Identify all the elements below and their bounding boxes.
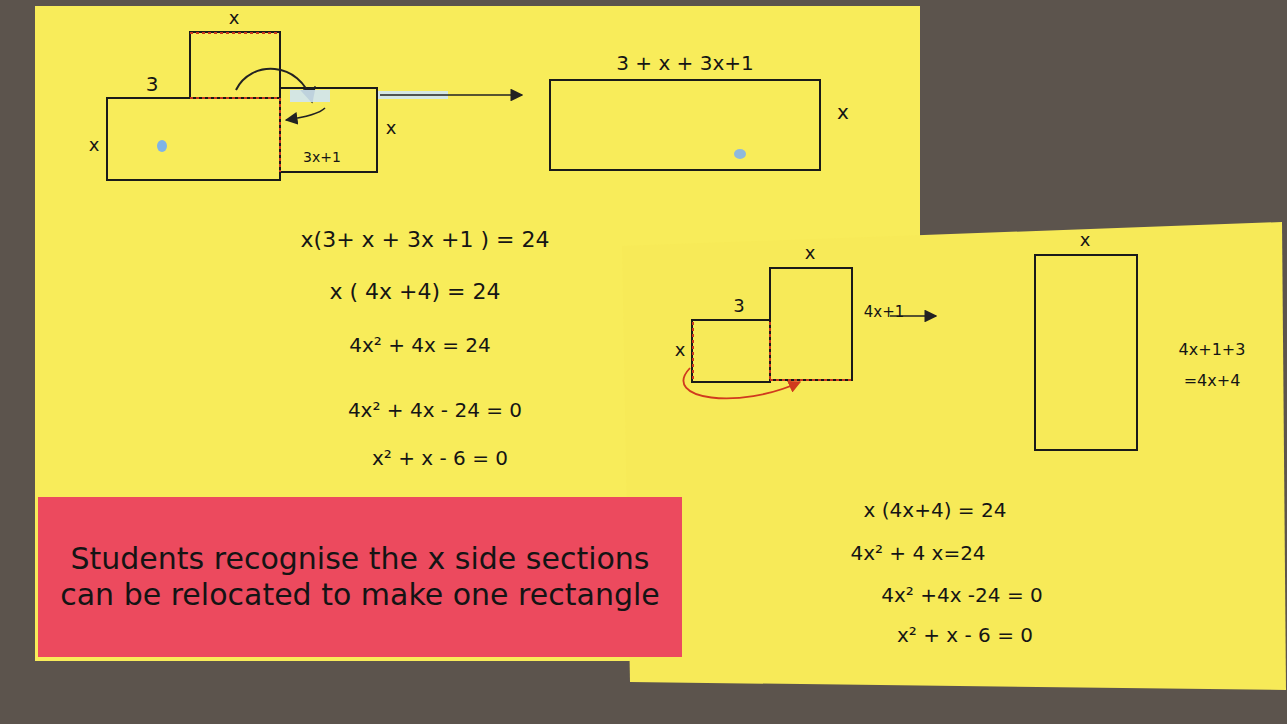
paper-sheet xyxy=(622,222,1286,690)
note-text: Students recognise the x side sections c… xyxy=(58,541,662,613)
handwritten-label: x² + x - 6 = 0 xyxy=(897,624,1033,646)
handwritten-label: x xyxy=(89,135,100,155)
handwritten-label: x(3+ x + 3x +1 ) = 24 xyxy=(301,228,550,252)
handwritten-label: 4x+1 xyxy=(864,304,905,321)
handwritten-label: =4x+4 xyxy=(1184,372,1241,390)
blue-dot xyxy=(157,140,167,152)
handwritten-label: x xyxy=(805,243,816,263)
l-shape-figure xyxy=(692,268,852,382)
move-arrow xyxy=(683,368,800,398)
move-arrow xyxy=(286,108,325,120)
result-rectangle xyxy=(1035,255,1137,450)
handwritten-label: 3x+1 xyxy=(303,150,341,165)
handwritten-label: 4x² + 4 x=24 xyxy=(850,542,985,564)
handwritten-label: 4x² + 4x - 24 = 0 xyxy=(348,399,522,421)
handwritten-label: 4x² + 4x = 24 xyxy=(349,334,491,356)
handwritten-label: x ( 4x +4) = 24 xyxy=(329,280,500,304)
note-card xyxy=(38,497,682,657)
handwritten-label: 3 xyxy=(733,296,744,316)
handwritten-label: 3 + x + 3x+1 xyxy=(616,52,754,74)
blue-dot xyxy=(734,149,746,159)
handwritten-label: x xyxy=(386,118,397,138)
handwritten-label: x xyxy=(675,340,686,360)
note-card: Students recognise the x side sections c… xyxy=(38,497,682,657)
cut-lines xyxy=(693,322,852,382)
handwritten-label: 4x² +4x -24 = 0 xyxy=(881,584,1042,606)
result-rectangle xyxy=(550,80,820,170)
handwritten-label: x xyxy=(229,8,240,28)
highlight-mark xyxy=(290,90,330,102)
handwritten-label: x xyxy=(837,101,849,123)
handwritten-label: x² + x - 6 = 0 xyxy=(372,447,508,469)
handwritten-label: 3 xyxy=(146,73,159,95)
handwritten-label: x (4x+4) = 24 xyxy=(864,499,1007,521)
handwritten-label: x xyxy=(1080,230,1091,250)
l-shape-figure xyxy=(107,32,377,180)
cut-lines xyxy=(190,33,280,172)
transform-arrow xyxy=(380,94,522,96)
handwritten-label: 4x+1+3 xyxy=(1179,341,1246,359)
